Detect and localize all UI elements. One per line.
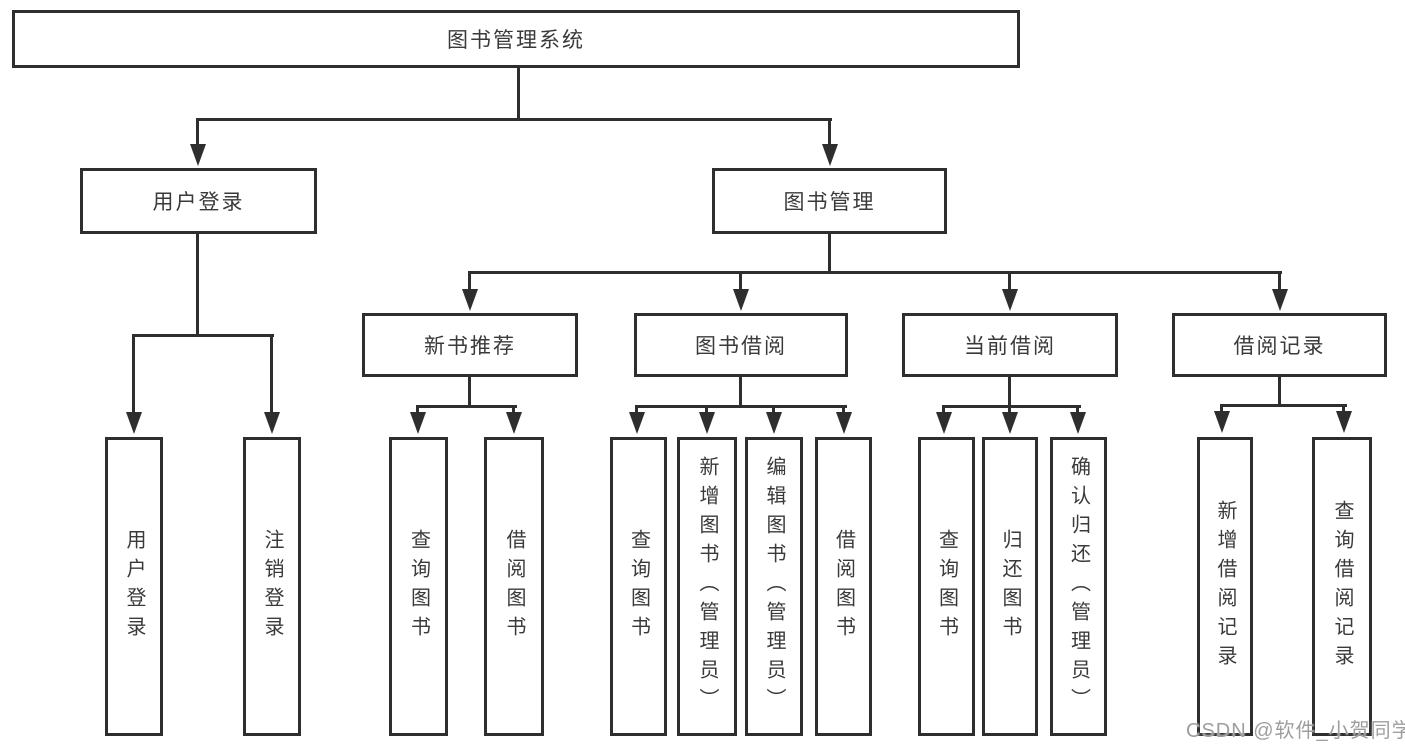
leaf-confirm-return-admin: 确认归还（管理员）	[1050, 437, 1107, 736]
node-label: 查询图书	[407, 528, 430, 645]
node-label: 图书借阅	[695, 335, 787, 358]
leaf-return-books: 归还图书	[982, 437, 1038, 736]
arrow-down-icon	[766, 412, 782, 434]
connector-user-login-rail	[132, 334, 274, 337]
connector-current-borrowing-stem	[1008, 377, 1011, 408]
node-label: 当前借阅	[964, 335, 1056, 358]
connector-book-management-rail	[468, 271, 1282, 274]
arrow-down-icon	[733, 289, 749, 311]
arrow-down-icon	[410, 412, 426, 434]
connector-to-current-borrowing	[1008, 271, 1011, 293]
connector-to-new-book-recommend	[468, 271, 471, 293]
connector-leaf-stem	[772, 405, 775, 417]
node-label: 图书管理	[783, 191, 876, 214]
node-label: 编辑图书（管理员）	[763, 456, 785, 717]
arrow-down-icon	[1070, 412, 1086, 434]
node-borrowing-records: 借阅记录	[1172, 313, 1387, 377]
connector-root-rail	[196, 118, 832, 121]
node-label: 用户登录	[152, 191, 245, 214]
node-label: 新增借阅记录	[1214, 499, 1236, 674]
arrow-down-icon	[264, 412, 280, 434]
arrow-down-icon	[936, 412, 952, 434]
connector-book-borrowing-rail	[635, 405, 847, 408]
leaf-borrow-books-borrowing: 借阅图书	[815, 437, 872, 736]
node-new-book-recommend: 新书推荐	[362, 313, 578, 377]
connector-to-book-borrowing	[739, 271, 742, 293]
node-label: 借阅记录	[1233, 335, 1326, 358]
connector-book-borrowing-stem	[739, 377, 742, 408]
node-user-login: 用户登录	[80, 168, 317, 234]
node-label: 归还图书	[999, 528, 1021, 645]
connector-to-user-login	[196, 118, 199, 148]
connector-new-book-rail	[416, 405, 517, 408]
leaf-add-borrow-record: 新增借阅记录	[1197, 437, 1253, 736]
connector-leaf-stem	[1342, 404, 1345, 416]
arrow-down-icon	[836, 412, 852, 434]
node-library-management-system: 图书管理系统	[12, 10, 1020, 68]
node-current-borrowing: 当前借阅	[902, 313, 1118, 377]
arrow-down-icon	[126, 412, 142, 434]
leaf-query-books-current: 查询图书	[918, 437, 975, 736]
node-book-management: 图书管理	[712, 168, 947, 234]
connector-new-book-stem	[468, 377, 471, 408]
arrow-down-icon	[462, 289, 478, 311]
arrow-down-icon	[506, 412, 522, 434]
node-book-borrowing: 图书借阅	[634, 313, 848, 377]
node-label: 借阅图书	[503, 528, 525, 645]
node-label: 查询图书	[627, 528, 650, 645]
arrow-down-icon	[699, 412, 715, 434]
connector-root-stem	[517, 68, 520, 120]
leaf-borrow-books-recommend: 借阅图书	[484, 437, 544, 736]
connector-leaf-stem	[705, 405, 708, 417]
connector-user-login-stem	[196, 234, 199, 337]
node-label: 新书推荐	[424, 335, 516, 358]
arrow-down-icon	[629, 412, 645, 434]
arrow-down-icon	[822, 144, 838, 166]
node-label: 用户登录	[123, 528, 145, 645]
arrow-down-icon	[1336, 411, 1352, 433]
node-label: 图书管理系统	[447, 29, 585, 52]
leaf-logout: 注销登录	[243, 437, 301, 736]
node-label: 查询借阅记录	[1331, 499, 1353, 674]
arrow-down-icon	[1272, 289, 1288, 311]
arrow-down-icon	[190, 144, 206, 166]
node-label: 注销登录	[261, 528, 283, 645]
node-label: 确认归还（管理员）	[1067, 456, 1090, 717]
connector-to-leaf-logout	[270, 334, 273, 416]
connector-leaf-stem	[1220, 404, 1223, 416]
connector-borrowing-records-rail	[1220, 404, 1347, 407]
connector-to-book-management	[828, 118, 831, 148]
leaf-edit-books-admin: 编辑图书（管理员）	[745, 437, 803, 736]
leaf-query-borrow-record: 查询借阅记录	[1312, 437, 1372, 736]
arrow-down-icon	[1214, 411, 1230, 433]
connector-leaf-stem	[1076, 405, 1079, 417]
connector-current-borrowing-rail	[942, 405, 1081, 408]
node-label: 新增图书（管理员）	[696, 456, 718, 717]
connector-to-leaf-user-login	[132, 334, 135, 416]
connector-leaf-stem	[1008, 405, 1011, 417]
connector-leaf-stem	[416, 405, 419, 417]
leaf-add-books-admin: 新增图书（管理员）	[677, 437, 737, 736]
arrow-down-icon	[1002, 412, 1018, 434]
connector-leaf-stem	[942, 405, 945, 417]
leaf-query-books-borrowing: 查询图书	[610, 437, 667, 736]
connector-leaf-stem	[635, 405, 638, 417]
csdn-watermark: CSDN @软件_小贺同学	[1186, 720, 1405, 742]
connector-book-management-stem	[828, 234, 831, 274]
connector-borrowing-records-stem	[1278, 377, 1281, 407]
leaf-user-login: 用户登录	[105, 437, 163, 736]
connector-to-borrowing-records	[1278, 271, 1281, 293]
connector-leaf-stem	[842, 405, 845, 417]
connector-leaf-stem	[512, 405, 515, 417]
node-label: 借阅图书	[832, 528, 855, 645]
arrow-down-icon	[1002, 289, 1018, 311]
leaf-query-books-recommend: 查询图书	[389, 437, 448, 736]
node-label: 查询图书	[935, 528, 958, 645]
